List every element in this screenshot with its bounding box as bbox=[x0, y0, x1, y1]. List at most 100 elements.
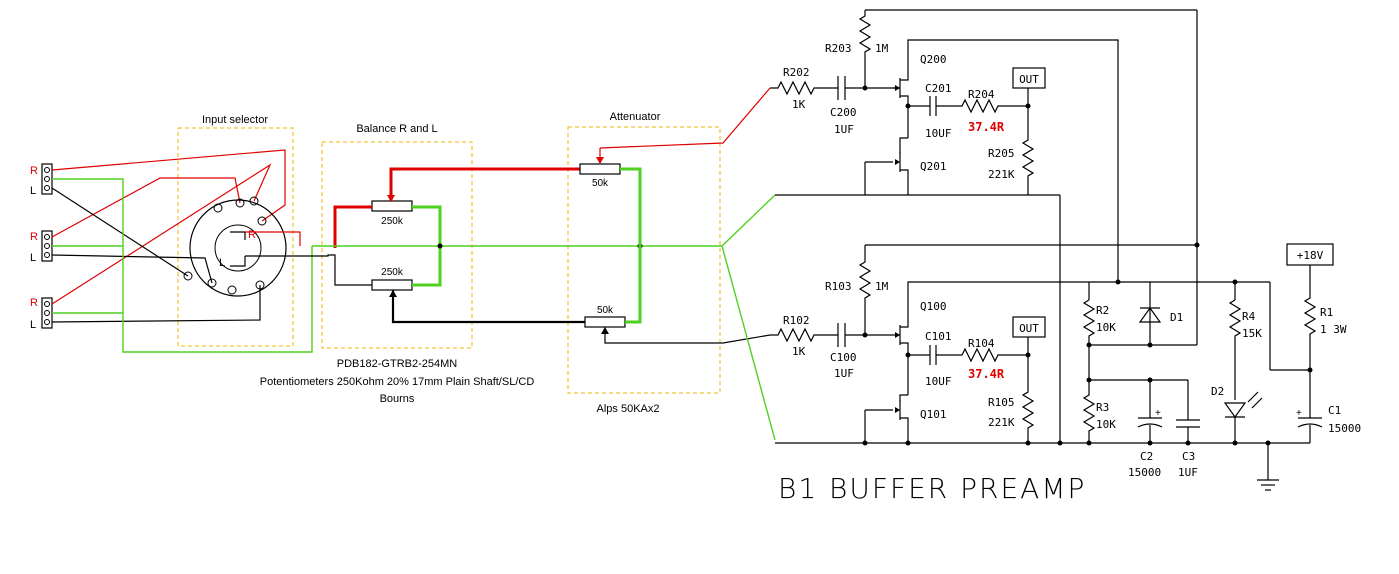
r3-value: 10K bbox=[1096, 418, 1116, 431]
c100-value: 1UF bbox=[834, 367, 854, 380]
input-selector-switch bbox=[183, 196, 287, 297]
r104-resistor bbox=[955, 347, 1028, 363]
r104-label: R104 bbox=[968, 337, 995, 350]
r3-resistor bbox=[1082, 380, 1096, 443]
r102-label: R102 bbox=[783, 314, 810, 327]
attenuator-label: Attenuator bbox=[610, 111, 661, 123]
r102-resistor bbox=[770, 327, 838, 343]
r3-label: R3 bbox=[1096, 401, 1109, 414]
c201-label: C201 bbox=[925, 82, 952, 95]
balance-bottom-value: 250k bbox=[381, 267, 404, 278]
r204-resistor bbox=[955, 98, 1028, 114]
c3-label: C3 bbox=[1182, 450, 1195, 463]
conn3-r-label: R bbox=[30, 297, 38, 309]
svg-text:+: + bbox=[1296, 408, 1302, 419]
c1-capacitor: + bbox=[1296, 408, 1323, 428]
r204-label: R204 bbox=[968, 88, 995, 101]
q201-transistor bbox=[865, 137, 909, 195]
attenuator-box bbox=[567, 126, 721, 394]
r2-resistor bbox=[1082, 299, 1096, 345]
d1-label: D1 bbox=[1170, 311, 1183, 324]
r104-value: 37.4R bbox=[968, 367, 1005, 381]
c3-capacitor bbox=[1176, 419, 1200, 428]
r1-label: R1 bbox=[1320, 306, 1333, 319]
q100-label: Q100 bbox=[920, 300, 947, 313]
r105-resistor bbox=[1021, 355, 1035, 443]
r202-value: 1K bbox=[792, 98, 806, 111]
selector-l-label: L bbox=[219, 257, 225, 269]
balance-top-value: 250k bbox=[381, 216, 404, 227]
r2-value: 10K bbox=[1096, 321, 1116, 334]
attenuator-pot-bottom bbox=[584, 316, 626, 328]
input-selector-label: Input selector bbox=[202, 114, 268, 126]
r103-value: 1M bbox=[875, 280, 889, 293]
input-connector-2 bbox=[41, 230, 53, 262]
alps-note: Alps 50KAx2 bbox=[597, 403, 660, 415]
r1-resistor bbox=[1303, 265, 1317, 418]
out-bottom-terminal bbox=[1012, 316, 1046, 338]
r1-value: 1 3W bbox=[1320, 323, 1347, 336]
conn2-r-label: R bbox=[30, 231, 38, 243]
out-top-label: OUT bbox=[1019, 73, 1039, 86]
q101-label: Q101 bbox=[920, 408, 947, 421]
d2-led bbox=[1223, 391, 1263, 419]
r203-resistor bbox=[858, 10, 872, 88]
q201-label: Q201 bbox=[920, 160, 947, 173]
balance-pot-bottom bbox=[371, 279, 413, 291]
r102-value: 1K bbox=[792, 345, 806, 358]
att-bottom-value: 50k bbox=[597, 305, 614, 316]
r103-label: R103 bbox=[825, 280, 852, 293]
svg-text:+: + bbox=[1155, 408, 1161, 419]
r203-value: 1M bbox=[875, 42, 889, 55]
att-top-value: 50k bbox=[592, 178, 609, 189]
r105-value: 221K bbox=[988, 416, 1015, 429]
q200-label: Q200 bbox=[920, 53, 947, 66]
pot-part-note: PDB182-GTRB2-254MN bbox=[337, 358, 457, 370]
schematic-title: B1 BUFFER PREAMP bbox=[778, 472, 1086, 505]
out-top-terminal bbox=[1012, 67, 1046, 89]
r2-label: R2 bbox=[1096, 304, 1109, 317]
d2-label: D2 bbox=[1211, 385, 1224, 398]
c101-label: C101 bbox=[925, 330, 952, 343]
pot-brand-note: Bourns bbox=[380, 393, 415, 405]
balance-label: Balance R and L bbox=[356, 123, 437, 135]
c1-value: 15000 bbox=[1328, 422, 1361, 435]
r202-resistor bbox=[770, 80, 838, 96]
r4-value: 15K bbox=[1242, 327, 1262, 340]
r205-resistor bbox=[1021, 106, 1035, 195]
c2-capacitor: + bbox=[1137, 408, 1163, 428]
conn2-l-label: L bbox=[30, 252, 36, 264]
conn3-l-label: L bbox=[30, 319, 36, 331]
c201-value: 10UF bbox=[925, 127, 952, 140]
input-connector-3 bbox=[41, 297, 53, 329]
c200-label: C200 bbox=[830, 106, 857, 119]
out-bottom-label: OUT bbox=[1019, 322, 1039, 335]
q101-transistor bbox=[865, 394, 909, 443]
c200-value: 1UF bbox=[834, 123, 854, 136]
selector-r-label: R bbox=[248, 229, 256, 241]
q200-transistor bbox=[893, 39, 1119, 282]
c1-label: C1 bbox=[1328, 404, 1341, 417]
input-connector-1 bbox=[41, 163, 53, 195]
c100-label: C100 bbox=[830, 351, 857, 364]
r205-label: R205 bbox=[988, 147, 1015, 160]
r203-label: R203 bbox=[825, 42, 852, 55]
r205-value: 221K bbox=[988, 168, 1015, 181]
r202-label: R202 bbox=[783, 66, 810, 79]
vcc-label: +18V bbox=[1297, 249, 1324, 262]
ground-icon bbox=[1257, 443, 1279, 491]
attenuator-pot-top bbox=[579, 163, 621, 175]
conn1-r-label: R bbox=[30, 165, 38, 177]
conn1-l-label: L bbox=[30, 185, 36, 197]
r4-resistor bbox=[1228, 299, 1242, 400]
pot-desc-note: Potentiometers 250Kohm 20% 17mm Plain Sh… bbox=[260, 376, 535, 388]
r103-resistor bbox=[858, 245, 872, 335]
c3-value: 1UF bbox=[1178, 466, 1198, 479]
balance-pot-top bbox=[371, 200, 413, 212]
c2-value: 15000 bbox=[1128, 466, 1161, 479]
balance-box bbox=[321, 141, 473, 349]
c101-value: 10UF bbox=[925, 375, 952, 388]
r204-value: 37.4R bbox=[968, 120, 1005, 134]
r105-label: R105 bbox=[988, 396, 1015, 409]
